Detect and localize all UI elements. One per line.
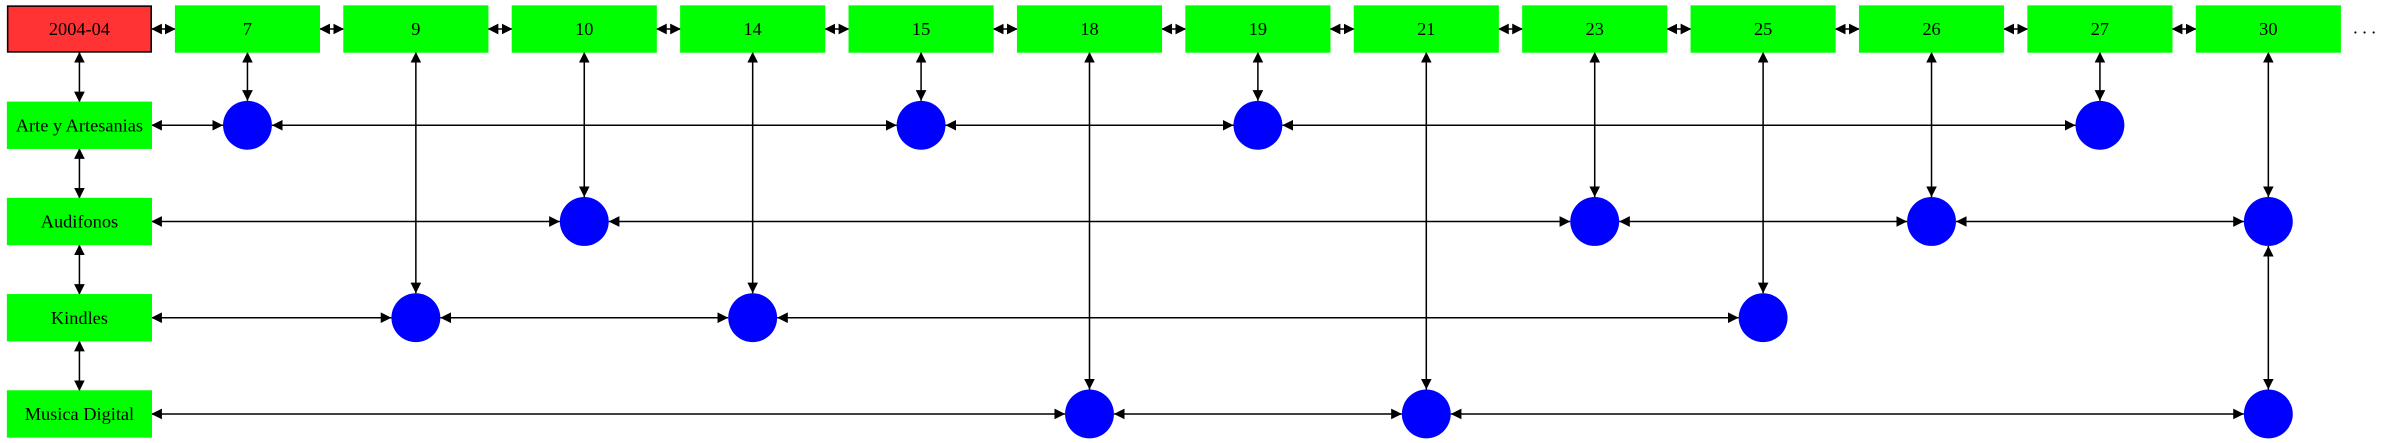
day-node-27: 27 <box>2027 5 2173 53</box>
event-dot-kindles-9 <box>391 293 441 343</box>
event-dot-arte-y-artesanias-15 <box>896 100 946 150</box>
category-node-arte-y-artesanias-box <box>6 101 152 149</box>
category-node-musica-digital-box <box>6 390 152 438</box>
category-node-musica-digital-label: Musica Digital <box>25 404 134 424</box>
day-node-9-label: 9 <box>411 19 420 39</box>
day-node-14-label: 14 <box>744 19 762 39</box>
day-node-23-box <box>1522 5 1668 53</box>
event-dot-musica-digital-18 <box>1065 389 1114 439</box>
day-node-23-label: 23 <box>1586 19 1604 39</box>
day-node-27-box <box>2027 5 2173 53</box>
category-node-audifonos-label: Audifonos <box>41 212 118 232</box>
day-node-27-label: 27 <box>2091 19 2109 39</box>
day-node-10-box <box>511 5 657 53</box>
category-node-audifonos: Audifonos <box>6 197 152 246</box>
day-node-19-box <box>1185 5 1331 53</box>
root-period-node-label: 2004-04 <box>49 19 110 39</box>
day-node-18-label: 18 <box>1080 19 1098 39</box>
day-node-30: 30 <box>2195 5 2341 53</box>
event-dot-arte-y-artesanias-27 <box>2075 100 2125 150</box>
day-node-18-box <box>1016 5 1163 53</box>
day-node-25: 25 <box>1690 5 1836 53</box>
event-dot-audifonos-26 <box>1907 197 1956 246</box>
category-node-arte-y-artesanias: Arte y Artesanias <box>6 101 152 149</box>
event-dot-audifonos-30 <box>2243 197 2293 246</box>
day-node-9-box <box>343 5 489 53</box>
day-node-7-box <box>174 5 321 53</box>
day-node-10: 10 <box>511 5 657 53</box>
event-dot-arte-y-artesanias-7 <box>223 100 272 150</box>
day-node-19-label: 19 <box>1249 19 1267 39</box>
category-node-kindles-label: Kindles <box>51 308 108 328</box>
continuation-ellipsis: . . . <box>2353 18 2376 38</box>
day-node-15-label: 15 <box>912 19 930 39</box>
category-node-arte-y-artesanias-label: Arte y Artesanias <box>16 115 143 135</box>
day-node-14: 14 <box>680 5 826 53</box>
day-node-9: 9 <box>343 5 489 53</box>
day-node-15: 15 <box>848 5 994 53</box>
day-node-25-box <box>1690 5 1836 53</box>
root-period-node-box <box>6 5 152 53</box>
day-node-21: 21 <box>1353 5 1499 53</box>
day-node-15-box <box>848 5 994 53</box>
day-node-21-label: 21 <box>1417 19 1435 39</box>
day-node-7-label: 7 <box>243 19 252 39</box>
root-period-node: 2004-04 <box>6 5 152 53</box>
day-node-7: 7 <box>174 5 321 53</box>
event-dot-audifonos-23 <box>1570 197 1620 246</box>
day-node-26-label: 26 <box>1922 19 1940 39</box>
category-node-musica-digital: Musica Digital <box>6 390 152 438</box>
event-dot-arte-y-artesanias-19 <box>1233 100 1283 150</box>
day-node-19: 19 <box>1185 5 1331 53</box>
event-dot-musica-digital-21 <box>1401 389 1451 439</box>
day-node-10-label: 10 <box>575 19 593 39</box>
category-node-kindles: Kindles <box>6 294 152 342</box>
day-node-30-label: 30 <box>2259 19 2277 39</box>
category-node-kindles-box <box>6 294 152 342</box>
event-dot-audifonos-10 <box>559 197 609 246</box>
day-node-23: 23 <box>1522 5 1668 53</box>
day-node-26: 26 <box>1858 5 2005 53</box>
day-node-25-label: 25 <box>1754 19 1772 39</box>
event-dot-kindles-25 <box>1738 293 1788 343</box>
day-node-21-box <box>1353 5 1499 53</box>
day-node-18: 18 <box>1016 5 1163 53</box>
event-dot-kindles-14 <box>728 293 778 343</box>
day-node-30-box <box>2195 5 2341 53</box>
day-node-26-box <box>1858 5 2005 53</box>
event-dot-musica-digital-30 <box>2243 389 2293 439</box>
category-node-audifonos-box <box>6 197 152 246</box>
day-node-14-box <box>680 5 826 53</box>
